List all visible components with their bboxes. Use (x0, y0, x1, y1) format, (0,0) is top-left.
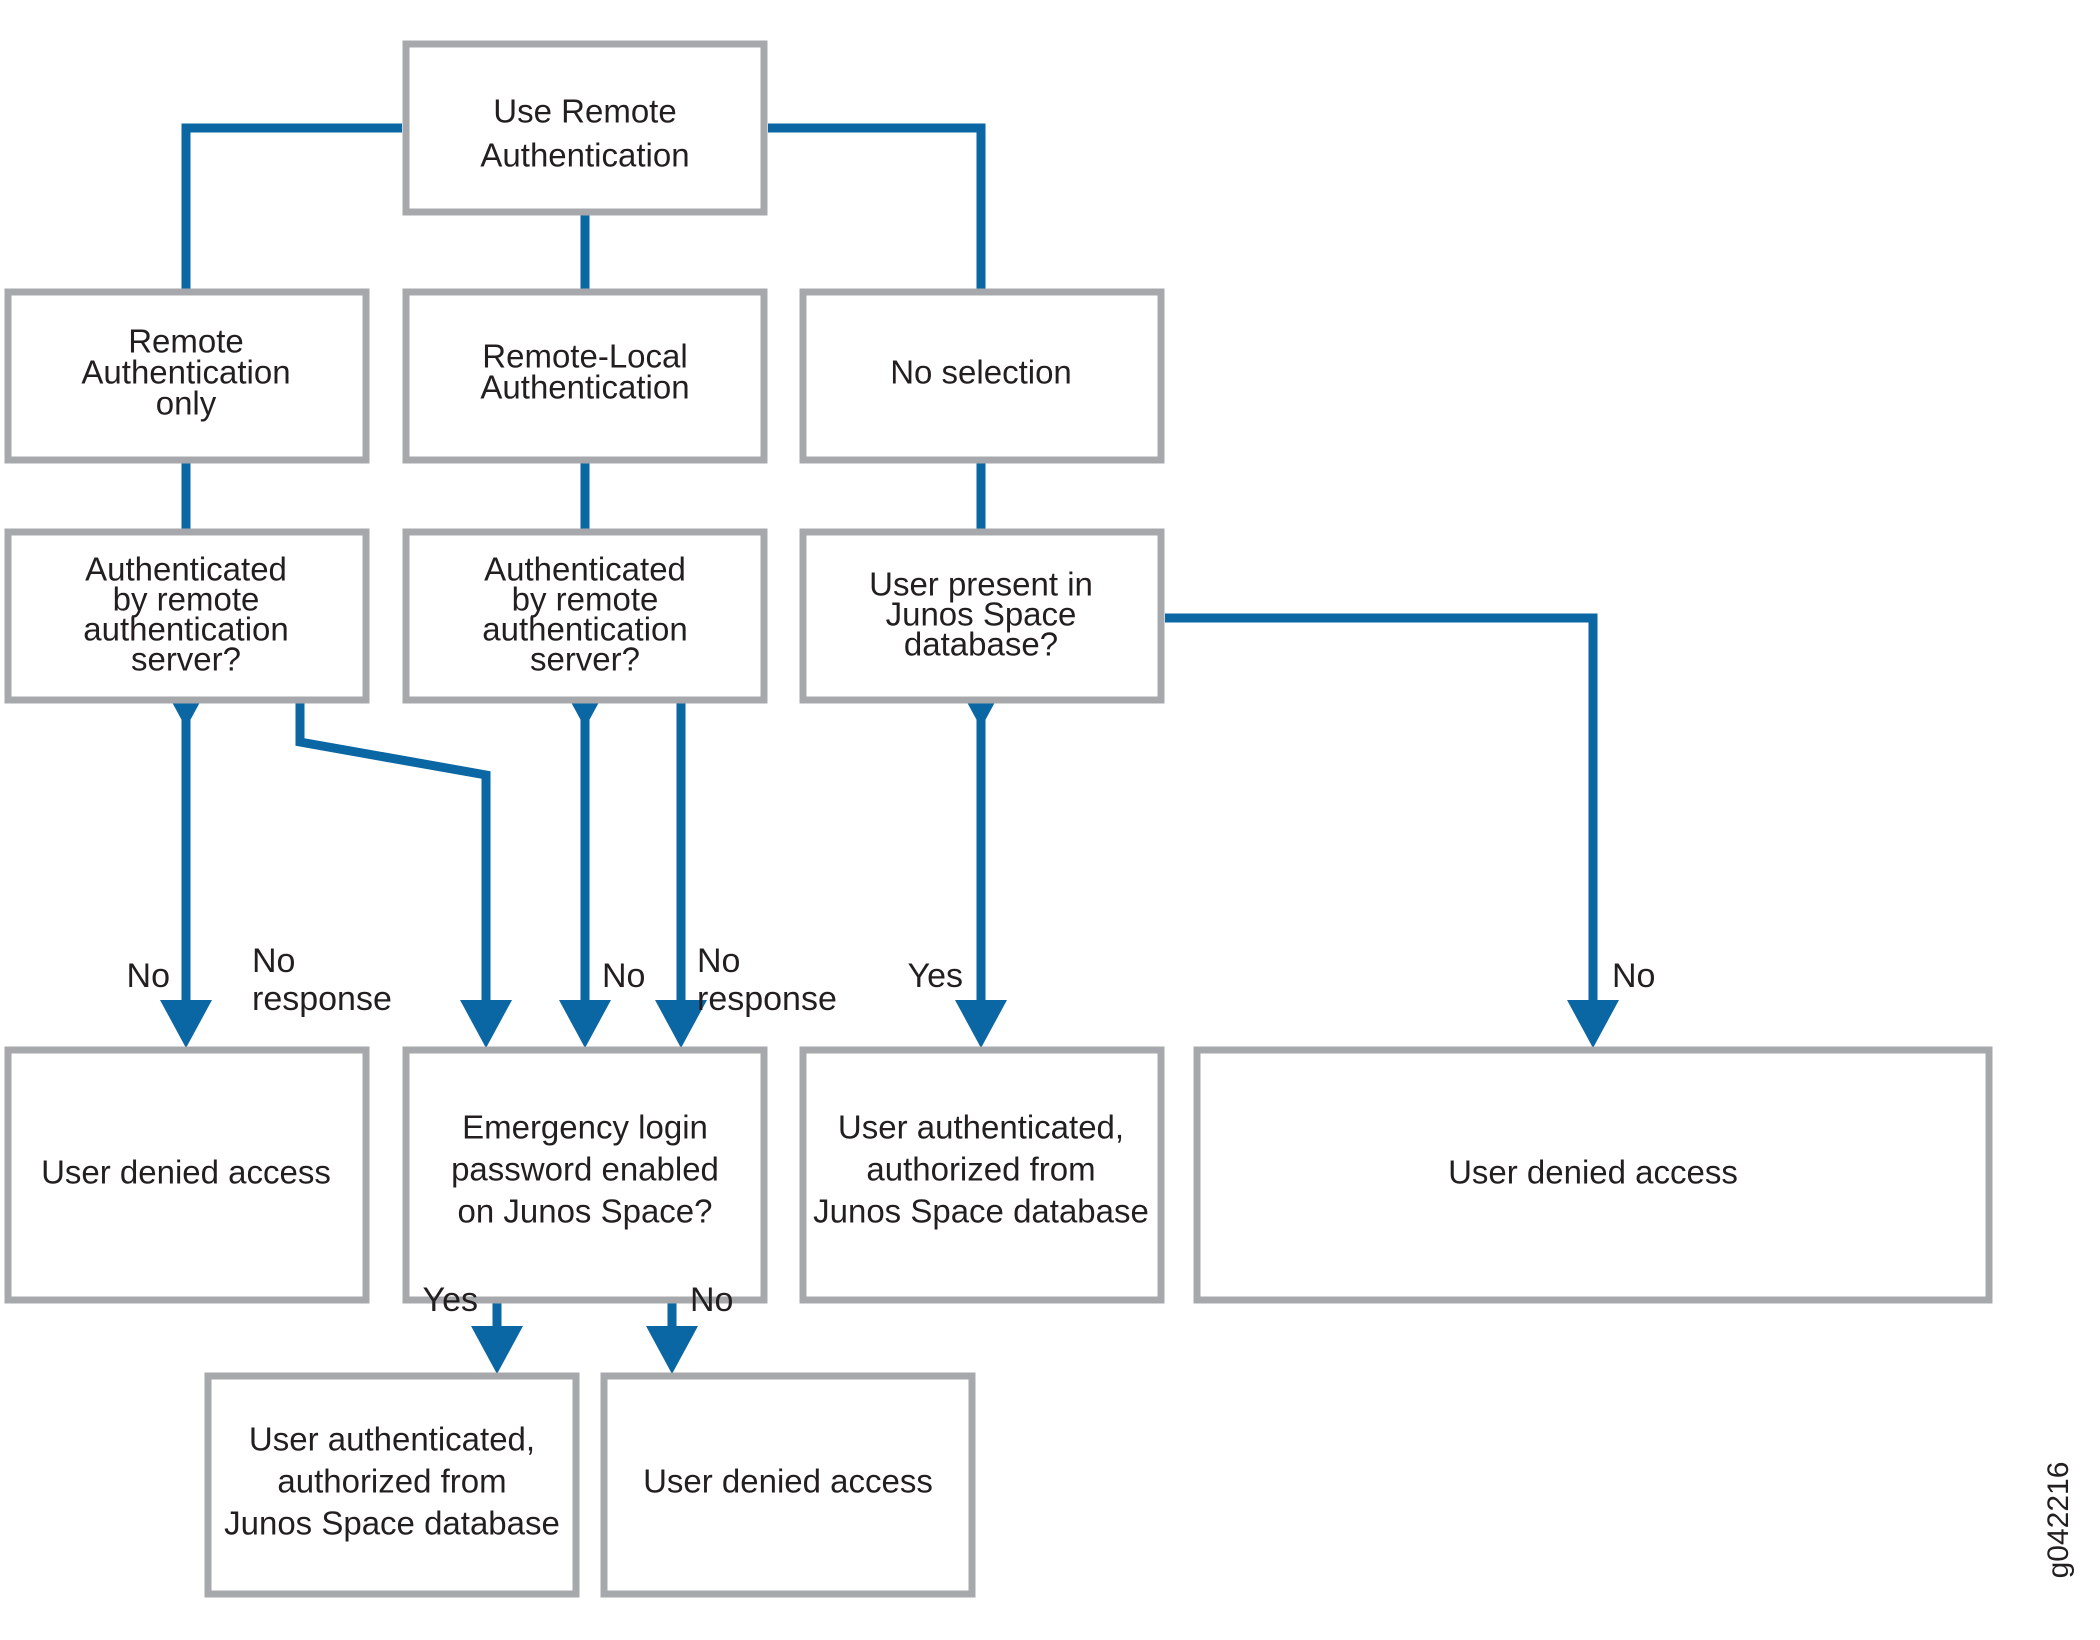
node-label-line: Junos Space (886, 596, 1077, 633)
node-label-line: authorized from (277, 1463, 506, 1500)
node-label-line: authorized from (866, 1151, 1095, 1188)
node-authenticated-remote-server-2: Authenticated by remote authentication s… (402, 528, 768, 704)
arrowhead-icon (1567, 1000, 1619, 1048)
figure-id-label: g042216 (2042, 1462, 2075, 1579)
node-box (799, 288, 1165, 464)
node-user-denied-access-3: User denied access (600, 1372, 976, 1598)
edge-label-no-response-1-line1: No (252, 942, 295, 980)
node-label-line: only (156, 385, 217, 422)
edge-emergency-no-to-denied (646, 1300, 698, 1374)
edge-emergency-yes-to-authenticated (471, 1300, 523, 1374)
node-label-line: Authenticated (484, 551, 686, 588)
edge-label-no-4: No (690, 1281, 733, 1319)
edge-label-no-response-1-line2: response (252, 980, 392, 1018)
node-label-line: Remote-Local (482, 338, 687, 375)
arrowhead-icon (559, 1000, 611, 1048)
node-box (204, 1372, 580, 1598)
node-remote-local-authentication: Remote-Local Authentication (402, 288, 768, 464)
node-label-line: by remote (512, 581, 659, 618)
node-box (402, 528, 768, 704)
edge-label-no-response-2-line1: No (697, 942, 740, 980)
node-label-line: User present in (869, 566, 1093, 603)
node-label-line: Authentication (81, 354, 290, 391)
node-box (402, 288, 768, 464)
node-label-line: User denied access (41, 1154, 331, 1191)
figure-id: g042216 (2042, 1462, 2075, 1579)
node-label-line: on Junos Space? (457, 1193, 712, 1230)
node-label-line: server? (131, 641, 241, 678)
edge-label-no-1: No (127, 957, 170, 995)
edge-auth-server2-no-to-emergency (559, 700, 611, 1048)
node-label-line: No selection (890, 354, 1072, 391)
edge-user-present-no-to-denied (1165, 613, 1619, 1048)
node-user-denied-access-1: User denied access (4, 1046, 370, 1304)
node-box (4, 528, 370, 704)
arrowhead-icon (160, 1000, 212, 1048)
node-label-line: Emergency login (462, 1109, 708, 1146)
node-label-line: User denied access (643, 1463, 933, 1500)
edge-label-no-2: No (602, 957, 645, 995)
edge-user-present-yes-to-authenticated (955, 700, 1007, 1048)
node-use-remote-authentication: Use Remote Authentication (402, 40, 768, 216)
node-label-line: Junos Space database (813, 1193, 1149, 1230)
edge-label-yes-2: Yes (423, 1281, 478, 1319)
node-authenticated-remote-server-1: Authenticated by remote authentication s… (4, 528, 370, 704)
arrowhead-icon (955, 1000, 1007, 1048)
node-box (799, 1046, 1165, 1304)
node-label-line: authentication (83, 611, 289, 648)
node-user-authenticated-authorized-1: User authenticated, authorized from Juno… (799, 1046, 1165, 1304)
node-label-line: Use Remote (493, 93, 676, 130)
node-box (402, 40, 768, 216)
node-label-line: Remote (128, 323, 244, 360)
edge-label-yes-1: Yes (908, 957, 963, 995)
edge-auth-server1-no-to-denied (160, 692, 212, 1048)
node-box (1193, 1046, 1993, 1304)
node-label-line: Authentication (480, 369, 689, 406)
node-user-denied-access-2: User denied access (1193, 1046, 1993, 1304)
node-label-line: authentication (482, 611, 688, 648)
node-label-line: User denied access (1448, 1154, 1738, 1191)
node-user-present-junos-space: User present in Junos Space database? (799, 528, 1165, 704)
edge-label-no-3: No (1612, 957, 1655, 995)
node-label-line: database? (904, 626, 1058, 663)
node-box (600, 1372, 976, 1598)
node-label-line: Authenticated (85, 551, 287, 588)
node-remote-authentication-only: Remote Authentication only (4, 288, 370, 464)
node-label-line: User authenticated, (249, 1421, 535, 1458)
edge-label-no-response-2-line2: response (697, 980, 837, 1018)
node-box (402, 1046, 768, 1304)
node-label-line: by remote (113, 581, 260, 618)
node-emergency-login-password: Emergency login password enabled on Juno… (402, 1046, 768, 1304)
node-user-authenticated-authorized-2: User authenticated, authorized from Juno… (204, 1372, 580, 1598)
node-box (799, 528, 1165, 704)
node-label-line: Junos Space database (224, 1505, 560, 1542)
node-box (4, 288, 370, 464)
node-label-line: server? (530, 641, 640, 678)
edge-auth-server2-noresponse-to-emergency (655, 700, 707, 1048)
node-label-line: Authentication (480, 137, 689, 174)
node-no-selection: No selection (799, 288, 1165, 464)
node-label-line: User authenticated, (838, 1109, 1124, 1146)
arrowhead-icon (655, 1000, 707, 1048)
edge-auth-server1-noresponse-to-emergency (295, 700, 512, 1048)
arrowhead-icon (646, 1326, 698, 1374)
arrowhead-icon (471, 1326, 523, 1374)
node-label-line: password enabled (451, 1151, 719, 1188)
node-box (4, 1046, 370, 1304)
arrowhead-icon (460, 1000, 512, 1048)
